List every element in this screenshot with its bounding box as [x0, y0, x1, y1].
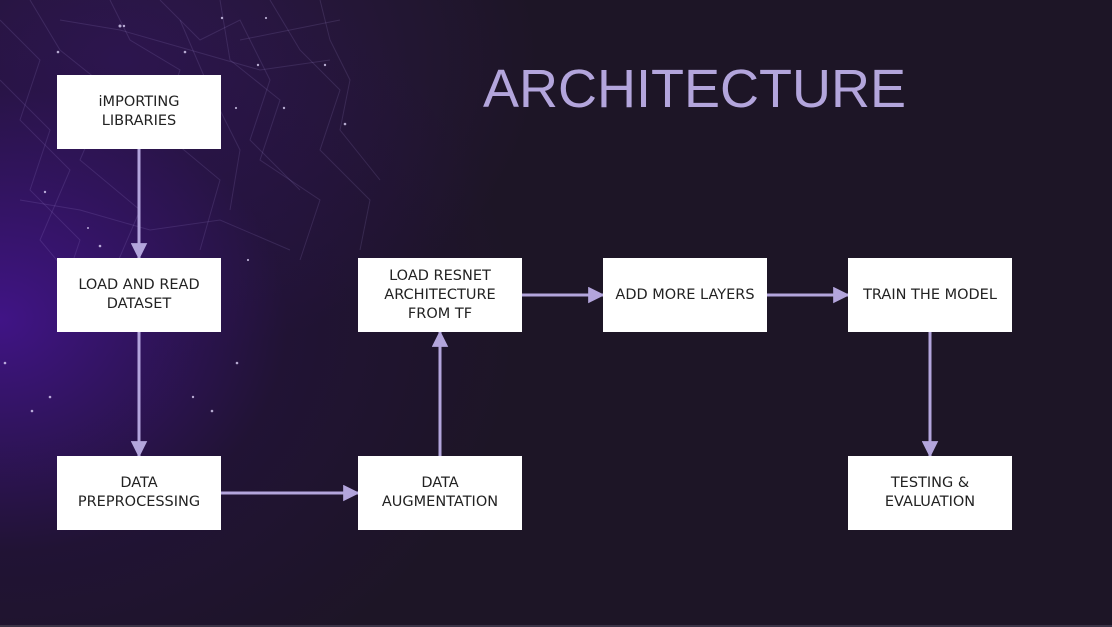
node-testing-evaluation: TESTING & EVALUATION: [848, 456, 1012, 530]
bottom-border: [0, 625, 1112, 627]
node-data-augmentation: DATA AUGMENTATION: [358, 456, 522, 530]
node-importing-libraries: iMPORTING LIBRARIES: [57, 75, 221, 149]
node-load-resnet: LOAD RESNET ARCHITECTURE FROM TF: [358, 258, 522, 332]
node-train-the-model: TRAIN THE MODEL: [848, 258, 1012, 332]
slide-title: ARCHITECTURE: [483, 59, 907, 119]
node-data-preprocessing: DATA PREPROCESSING: [57, 456, 221, 530]
node-add-more-layers: ADD MORE LAYERS: [603, 258, 767, 332]
node-load-and-read-dataset: LOAD AND READ DATASET: [57, 258, 221, 332]
